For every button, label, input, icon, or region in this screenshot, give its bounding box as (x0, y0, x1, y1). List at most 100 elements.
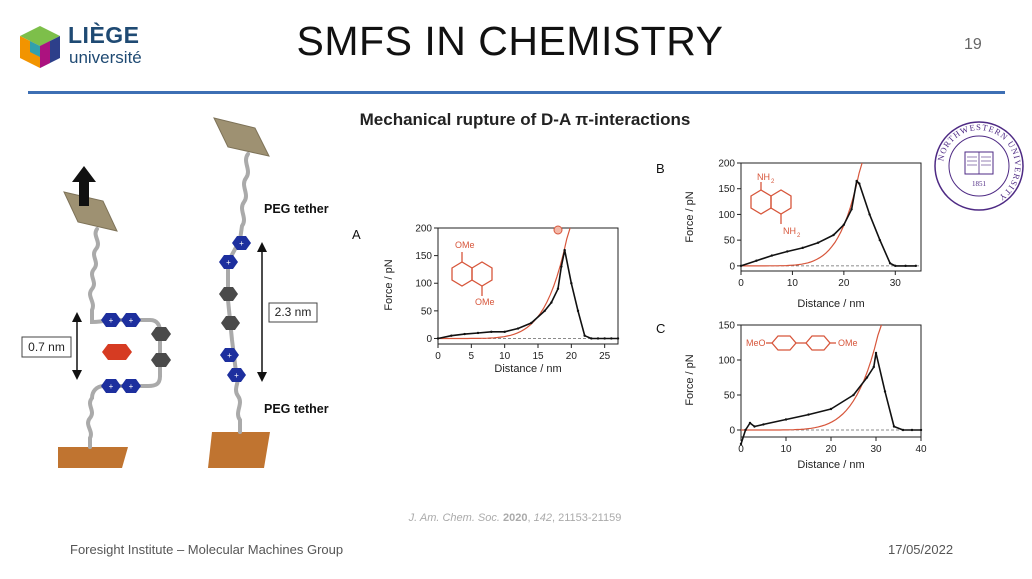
data-point (816, 241, 820, 244)
molecule-c-label-1: MeO (746, 338, 766, 348)
data-point (739, 442, 743, 446)
donor-nodes-bottom: + + (101, 379, 141, 393)
citation-volume: 142 (533, 512, 552, 524)
data-point (872, 365, 875, 369)
liege-logo: LIÈGE université (18, 20, 153, 74)
logo-cube-icon (20, 26, 60, 68)
schematic-right: + + + + 2.3 nm PEG tether PEG tether (208, 117, 329, 468)
footer-left: Foresight Institute – Molecular Machines… (70, 542, 344, 557)
data-point (855, 179, 858, 183)
x-tick-label: 10 (787, 278, 799, 289)
y-tick-label: 200 (718, 159, 735, 170)
y-tick-label: 150 (415, 251, 432, 262)
plot-c-ylabel: Force / pN (684, 354, 696, 405)
data-point (910, 428, 914, 432)
x-tick-label: 20 (825, 444, 837, 455)
svg-text:+: + (239, 239, 244, 248)
data-point (616, 337, 620, 340)
molecule-c-label-2: OMe (838, 338, 858, 348)
citation: J. Am. Chem. Soc. 2020, 142, 21153-21159 (408, 512, 622, 524)
peg-label-bottom: PEG tether (264, 402, 329, 416)
x-tick-label: 40 (915, 444, 927, 455)
data-point (530, 321, 533, 325)
plot-a-xlabel: Distance / nm (494, 363, 561, 375)
data-point (888, 262, 892, 265)
y-tick-label: 100 (718, 210, 735, 221)
svg-text:+: + (226, 258, 231, 267)
x-tick-label: 0 (738, 278, 744, 289)
plot-b-xlabel: Distance / nm (797, 298, 864, 310)
data-point (753, 425, 756, 428)
svg-text:+: + (129, 382, 134, 391)
data-point (850, 208, 853, 211)
schematic-left: + + + + 0.7 nm (21, 166, 171, 468)
data-point (852, 393, 855, 397)
panel-label-b: B (656, 161, 665, 176)
tether-left-lower-arm (102, 374, 162, 388)
northwestern-seal-icon: NORTHWESTERN UNIVERSITY 1851 (934, 121, 1024, 211)
cantilever-left (63, 191, 118, 232)
y-tick-label: 100 (718, 356, 735, 367)
plot-a-frame (437, 227, 619, 345)
data-point (858, 182, 861, 185)
svg-text:+: + (234, 371, 239, 380)
data-point (450, 334, 453, 337)
hinge-node-lower (151, 353, 171, 367)
svg-text:+: + (109, 316, 114, 325)
y-tick-label: 0 (729, 261, 735, 272)
data-point (503, 330, 506, 334)
y-tick-label: 150 (718, 321, 735, 332)
panel-label-a: A (352, 227, 361, 242)
data-point (556, 287, 560, 290)
x-tick-label: 15 (532, 351, 544, 362)
y-tick-label: 50 (724, 236, 736, 247)
data-point (476, 331, 480, 335)
molecule-b-sub-2: 2 (797, 233, 801, 239)
data-point (878, 238, 882, 242)
distance-box-right (268, 302, 318, 323)
data-point (762, 423, 765, 426)
y-tick-label: 50 (724, 391, 736, 402)
distance-label-right: 2.3 nm (275, 305, 312, 319)
data-point (739, 264, 743, 268)
figure: + + + + 0.7 nm + + (21, 117, 927, 472)
data-point (563, 248, 566, 252)
x-tick-label: 25 (599, 351, 611, 362)
data-point (829, 407, 833, 411)
data-point (576, 309, 580, 313)
data-point (874, 351, 878, 355)
chain-nodes: + + + + (219, 236, 251, 382)
footer-date: 17/05/2022 (888, 542, 954, 557)
x-tick-label: 10 (499, 351, 511, 362)
y-tick-label: 150 (718, 184, 735, 195)
seal-year: 1851 (972, 180, 987, 188)
svg-text:+: + (109, 382, 114, 391)
data-point (842, 223, 846, 226)
surface-left (58, 447, 128, 468)
y-tick-label: 100 (415, 279, 432, 290)
data-point (894, 264, 897, 268)
cantilever-right (213, 117, 270, 157)
fit-curve (741, 324, 882, 431)
plot-a-marker (553, 225, 563, 235)
data-point (590, 337, 593, 340)
x-tick-label: 30 (870, 444, 882, 455)
fit-curve (438, 227, 571, 340)
molecule-c-icon (766, 335, 836, 351)
y-tick-label: 0 (729, 426, 735, 437)
acceptor-molecule (102, 344, 132, 360)
data-point (807, 413, 810, 416)
data-point (755, 259, 758, 262)
data-point (801, 246, 804, 250)
title-rule (28, 91, 1005, 94)
molecule-a-label-2: OMe (475, 297, 495, 307)
donor-nodes-top: + + (101, 313, 141, 327)
data-point (490, 330, 493, 334)
data-point (868, 213, 871, 216)
citation-year: 2020 (503, 512, 528, 524)
data-point (914, 264, 918, 268)
data-point (543, 309, 546, 313)
page-number: 19 (964, 36, 982, 53)
